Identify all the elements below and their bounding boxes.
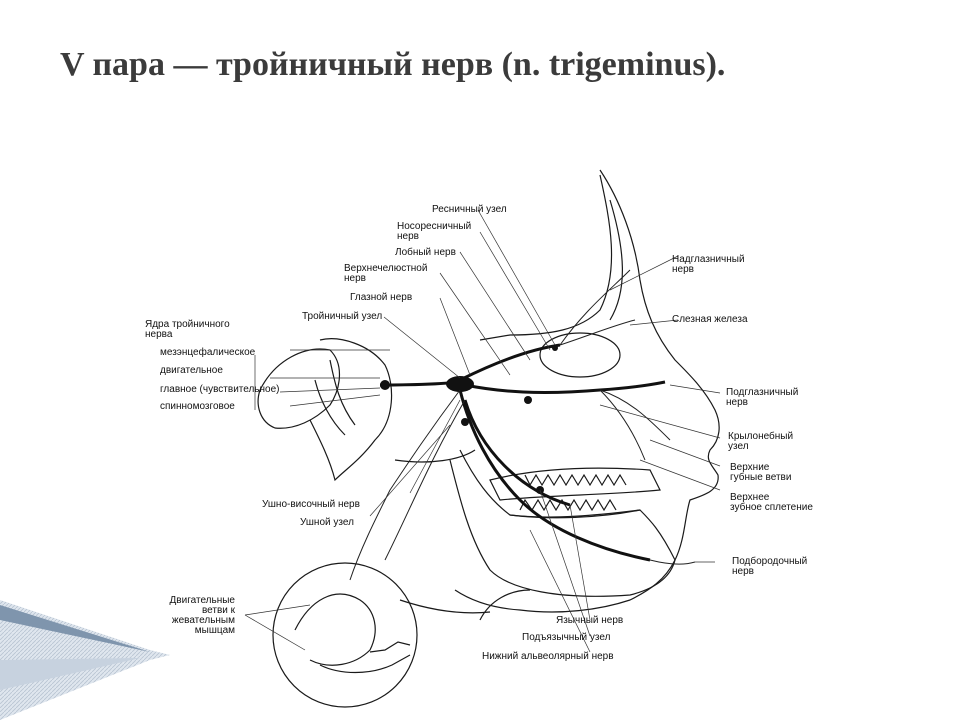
- label-otic-ganglion: Ушной узел: [300, 517, 354, 528]
- label-trigeminal-ganglion: Тройничный узел: [302, 311, 383, 322]
- label-nucleus-motor: двигательное: [160, 365, 223, 376]
- brainstem: [309, 338, 393, 482]
- maxillary-division: [464, 380, 666, 394]
- label-motor-branches: Двигательные ветви к жевательным мышцам: [169, 595, 235, 636]
- label-lacrimal-gland: Слезная железа: [672, 314, 748, 325]
- label-submandibular-ganglion: Подъязычный узел: [522, 632, 611, 643]
- face-profile: [454, 169, 720, 613]
- label-nucleus-mesencephalic: мезэнцефалическое: [160, 347, 256, 358]
- label-infraorbital-nerve: Подглазничный нерв: [726, 387, 799, 408]
- slide-title: V пара — тройничный нерв (n. trigeminus)…: [60, 46, 726, 83]
- ophthalmic-division: [459, 343, 561, 382]
- label-inferior-alveolar-nerve: Нижний альвеолярный нерв: [482, 651, 614, 662]
- label-nasociliary-nerve: Носоресничный нерв: [397, 221, 472, 242]
- label-nucleus-main: главное (чувствительное): [160, 384, 280, 395]
- trigeminal-nerve-diagram: [244, 169, 721, 708]
- label-auriculotemporal-nerve: Ушно-височный нерв: [262, 499, 360, 510]
- label-nucleus-spinal: спинномозговое: [160, 401, 235, 412]
- label-ciliary-ganglion: Ресничный узел: [432, 204, 507, 215]
- decorative-ribbon: [0, 600, 170, 720]
- lingual-nerve-path: [463, 399, 571, 507]
- label-pterygopalatine-ganglion: Крылонебный узел: [728, 431, 794, 452]
- label-upper-dental-plexus: Верхнее зубное сплетение: [730, 492, 813, 513]
- label-mental-nerve: Подбородочный нерв: [732, 556, 808, 577]
- label-supraorbital-nerve: Надглазничный нерв: [672, 254, 745, 275]
- label-frontal-nerve: Лобный нерв: [395, 247, 456, 258]
- label-upper-labial-branches: Верхние губные ветви: [730, 462, 792, 483]
- label-lingual-nerve: Язычный нерв: [556, 615, 624, 626]
- mandibular-division: [458, 389, 651, 562]
- label-nuclei-title: Ядра тройничного нерва: [145, 319, 230, 340]
- masticatory-inset-circle: [272, 562, 418, 708]
- label-maxillary-nerve: Верхнечелюстной нерв: [344, 263, 428, 284]
- label-ophthalmic-nerve: Глазной нерв: [350, 292, 413, 303]
